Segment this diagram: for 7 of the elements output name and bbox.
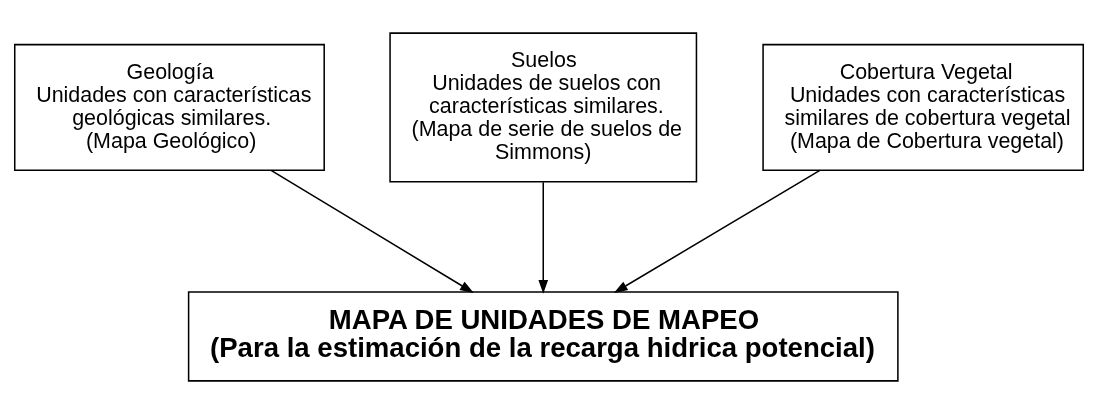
node-box: MAPA DE UNIDADES DE MAPEO (Para la estimación de la recarga hidrica potencial): [187, 291, 899, 382]
node-box: Geología Unidades con características geológicas similares. (Mapa Geológico): [13, 43, 325, 171]
arrow: [270, 169, 474, 293]
arrow: [538, 181, 549, 294]
arrow: [613, 169, 821, 293]
node-box: Suelos Unidades de suelos con características similares. (Mapa de serie de suelos de Simmons): [389, 32, 698, 183]
node-box: Cobertura Vegetal Unidades con características similares de cobertura vegetal (Mapa de Cobertura vegetal): [762, 43, 1085, 171]
